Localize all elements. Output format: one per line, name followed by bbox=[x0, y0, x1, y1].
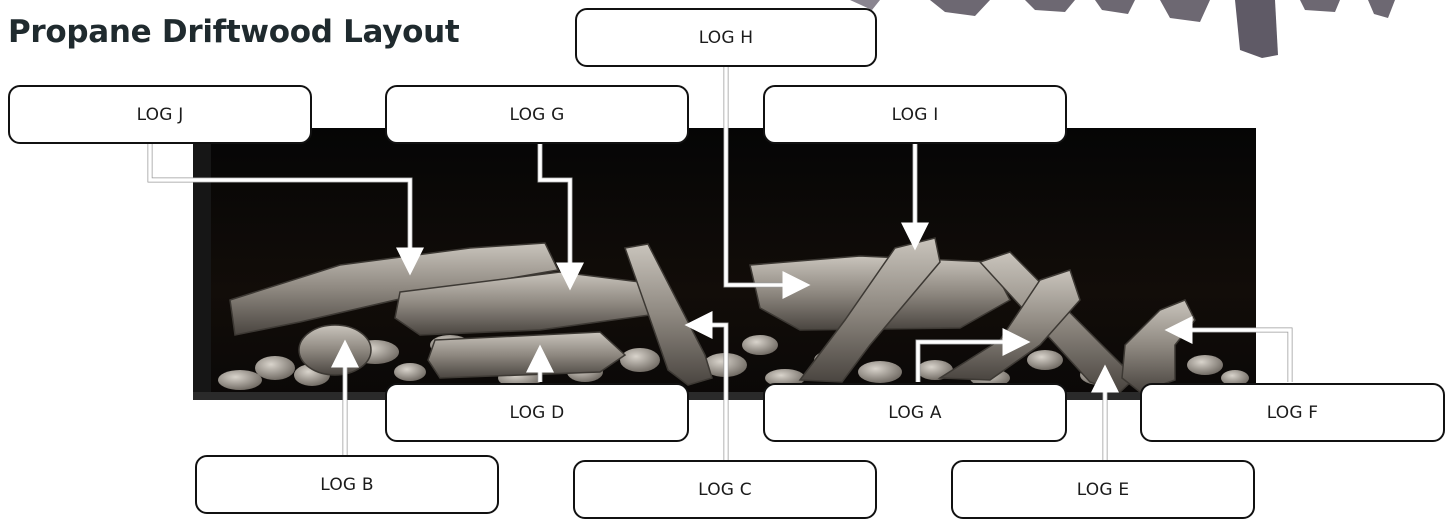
arrow-log-f bbox=[1164, 316, 1292, 382]
label-log-j: LOG J bbox=[8, 85, 312, 144]
arrow-log-h bbox=[724, 60, 811, 299]
label-log-f: LOG F bbox=[1140, 383, 1445, 442]
label-log-e: LOG E bbox=[951, 460, 1255, 519]
label-log-g: LOG G bbox=[385, 85, 689, 144]
arrow-log-c bbox=[684, 311, 728, 462]
label-log-c: LOG C bbox=[573, 460, 877, 519]
arrow-log-a bbox=[916, 328, 1031, 382]
label-log-a: LOG A bbox=[763, 383, 1067, 442]
label-log-i: LOG I bbox=[763, 85, 1067, 144]
arrow-log-g bbox=[538, 140, 584, 291]
label-log-d: LOG D bbox=[385, 383, 689, 442]
label-log-h: LOG H bbox=[575, 8, 877, 67]
page-title: Propane Driftwood Layout bbox=[8, 14, 460, 50]
driftwood-logs bbox=[229, 237, 1196, 393]
label-log-b: LOG B bbox=[195, 455, 499, 514]
arrow-log-j bbox=[148, 140, 424, 276]
decorative-driftwood bbox=[850, 0, 1395, 58]
